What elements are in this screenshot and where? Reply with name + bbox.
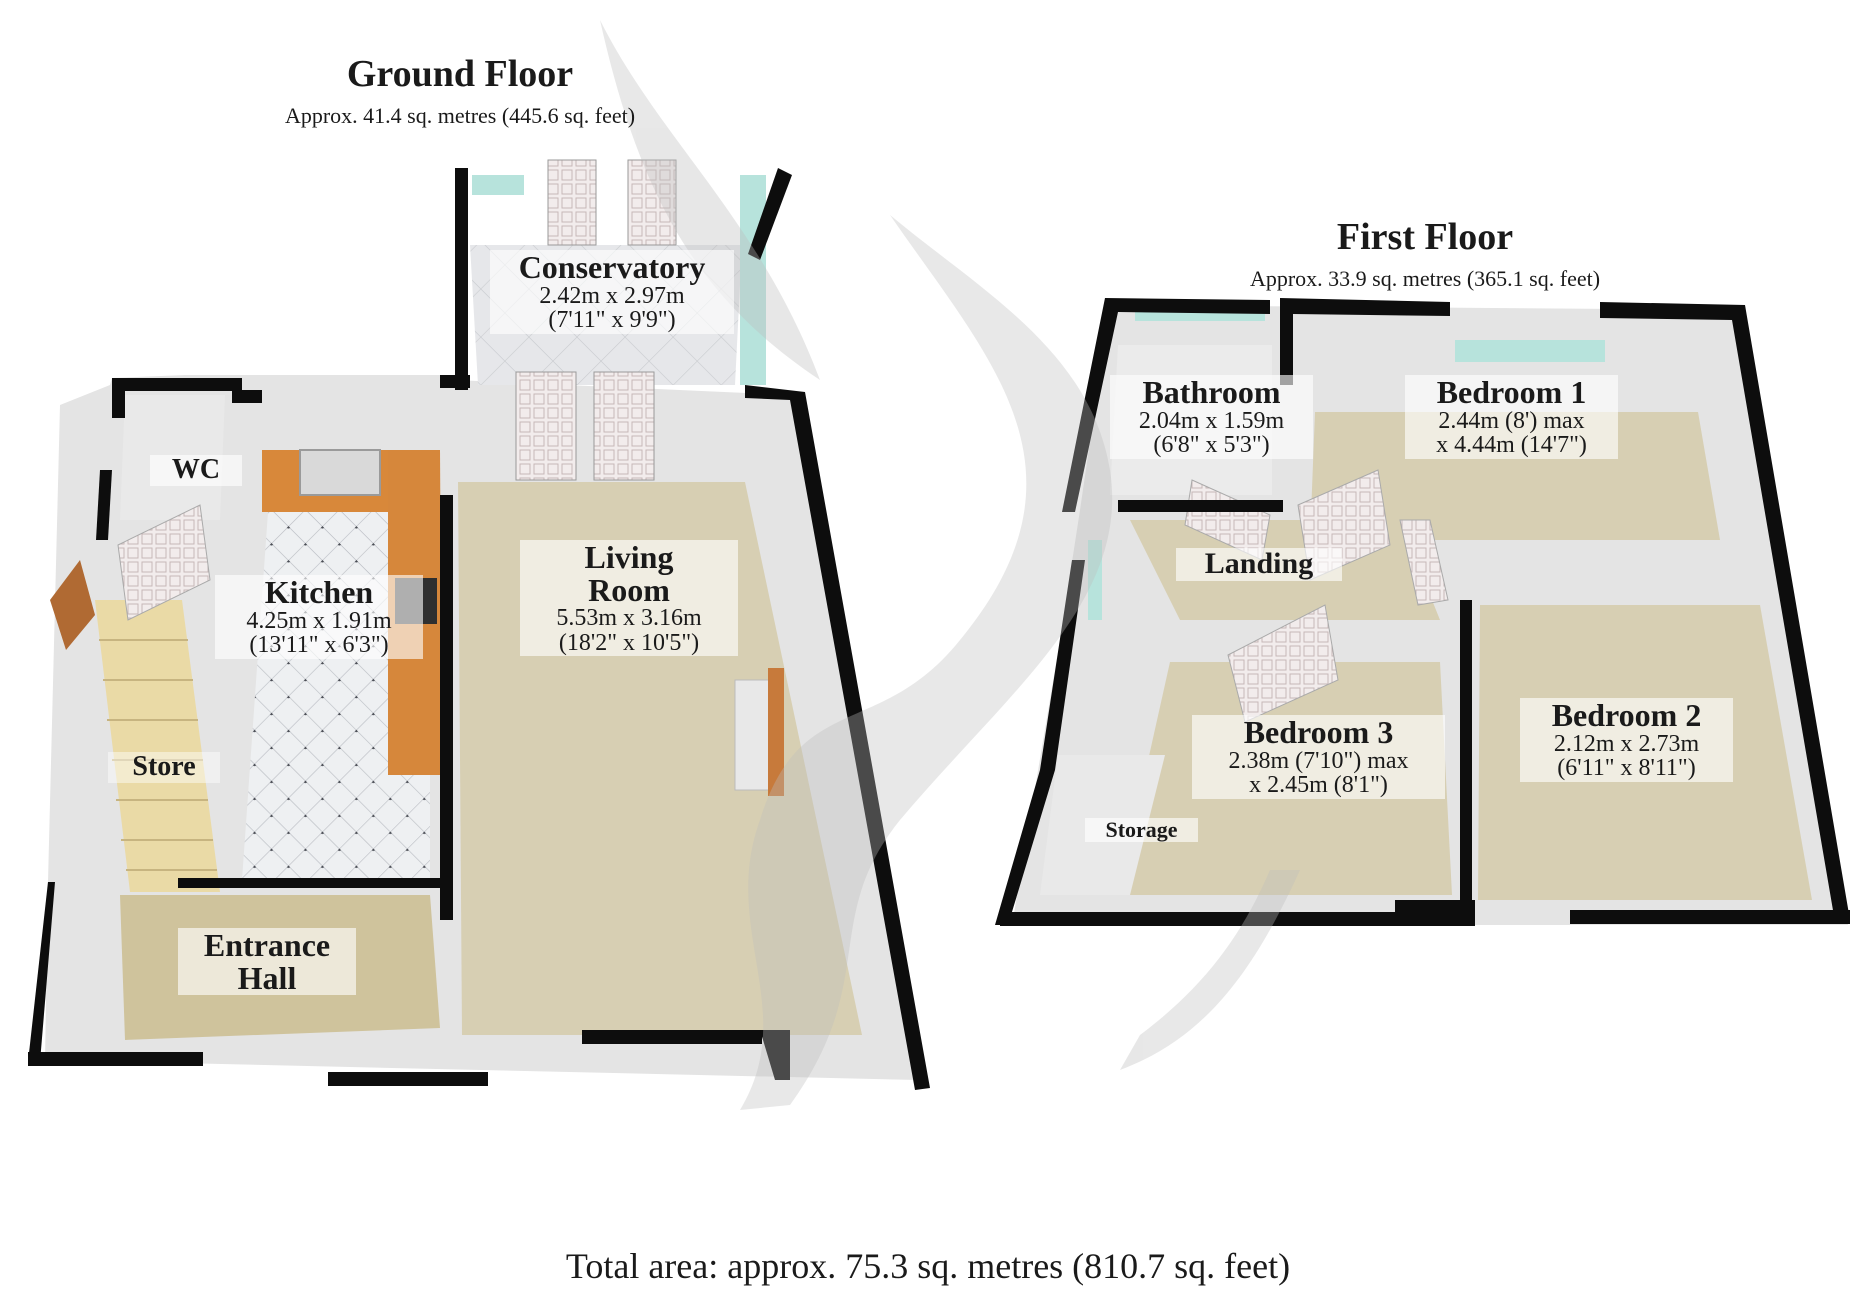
wall bbox=[232, 390, 262, 403]
room-label-entrance-hall: Entrance Hall bbox=[178, 927, 356, 996]
room-name-line-1: Living bbox=[584, 539, 674, 575]
room-dimensions-line-2: x 4.44m (14'7") bbox=[1436, 432, 1587, 459]
room-name: Conservatory bbox=[518, 249, 706, 285]
room-name: Storage bbox=[1105, 817, 1178, 842]
room-name: Landing bbox=[1204, 547, 1314, 580]
wall bbox=[745, 385, 930, 1090]
fireplace-mantel bbox=[768, 668, 784, 796]
room-name-line-2: Hall bbox=[237, 959, 297, 996]
room-dimensions-metric: 2.12m x 2.73m bbox=[1553, 730, 1700, 757]
first-floor-title: First Floor bbox=[1336, 216, 1514, 258]
room-dimensions-metric: 5.53m x 3.16m bbox=[556, 605, 702, 632]
first-floor-area: Approx. 33.9 sq. metres (365.1 sq. feet) bbox=[1249, 266, 1601, 291]
room-name: Bedroom 2 bbox=[1551, 697, 1702, 733]
kitchen-sink bbox=[299, 449, 381, 496]
room-dimensions-imperial: (7'11" x 9'9") bbox=[548, 307, 676, 334]
room-name: Store bbox=[132, 751, 196, 782]
room-label-conservatory: Conservatory 2.42m x 2.97m (7'11" x 9'9"… bbox=[490, 250, 734, 334]
fireplace bbox=[734, 679, 771, 791]
wall bbox=[455, 168, 468, 390]
wall bbox=[112, 378, 125, 418]
wall bbox=[440, 495, 453, 920]
wall bbox=[96, 470, 112, 540]
room-dimensions-line-1: 2.44m (8') max bbox=[1438, 407, 1585, 434]
wall bbox=[1570, 910, 1850, 924]
room-label-storage: Storage bbox=[1085, 817, 1198, 843]
room-dimensions-imperial: (6'8" x 5'3") bbox=[1153, 432, 1270, 459]
bedroom-1-window bbox=[1455, 340, 1605, 362]
conservatory-glazing-right bbox=[740, 175, 766, 385]
room-label-bedroom-2: Bedroom 2 2.12m x 2.73m (6'11" x 8'11") bbox=[1520, 698, 1733, 782]
bedroom-2-door bbox=[1399, 519, 1449, 606]
conservatory-door-left bbox=[515, 371, 577, 481]
room-dimensions-metric: 2.42m x 2.97m bbox=[539, 282, 685, 309]
wall bbox=[995, 560, 1085, 925]
room-dimensions-imperial: (18'2" x 10'5") bbox=[558, 629, 700, 656]
wall bbox=[28, 882, 55, 1062]
staircase bbox=[95, 600, 220, 892]
watermark-logo bbox=[600, 20, 1300, 1110]
wall bbox=[748, 168, 792, 260]
wall bbox=[1000, 912, 1395, 926]
wall bbox=[112, 378, 242, 391]
room-label-bedroom-3: Bedroom 3 2.38m (7'10") max x 2.45m (8'1… bbox=[1192, 715, 1445, 799]
room-label-bedroom-1: Bedroom 1 2.44m (8') max x 4.44m (14'7") bbox=[1405, 375, 1618, 459]
room-name: Kitchen bbox=[264, 574, 374, 610]
room-label-kitchen: Kitchen 4.25m x 1.91m (13'11" x 6'3") bbox=[215, 575, 423, 659]
ground-floor-area: Approx. 41.4 sq. metres (445.6 sq. feet) bbox=[284, 103, 636, 128]
room-label-landing: Landing bbox=[1176, 548, 1342, 581]
conservatory-glazing-left bbox=[472, 175, 524, 195]
room-label-wc: WC bbox=[150, 455, 242, 486]
room-dimensions-metric: 4.25m x 1.91m bbox=[246, 607, 392, 634]
bedroom-3-door bbox=[1227, 604, 1339, 723]
wc-door bbox=[117, 504, 211, 621]
room-label-living-room: Living Room 5.53m x 3.16m (18'2" x 10'5"… bbox=[520, 539, 738, 657]
wall bbox=[1118, 500, 1283, 512]
front-door bbox=[50, 560, 95, 650]
room-dimensions-metric: 2.04m x 1.59m bbox=[1138, 407, 1285, 434]
conservatory-door-right bbox=[593, 371, 655, 481]
room-name: Bathroom bbox=[1142, 374, 1281, 410]
wall bbox=[1460, 600, 1472, 910]
room-label-bathroom: Bathroom 2.04m x 1.59m (6'8" x 5'3") bbox=[1110, 375, 1313, 459]
wall bbox=[178, 878, 440, 888]
wall bbox=[760, 1030, 790, 1080]
wall bbox=[1600, 302, 1850, 922]
ground-floor-title: Ground Floor bbox=[346, 53, 574, 95]
landing-window bbox=[1088, 540, 1102, 620]
room-label-store: Store bbox=[108, 752, 220, 783]
room-name-line-2: Room bbox=[588, 571, 670, 608]
conservatory-french-door-right bbox=[627, 159, 677, 246]
wall bbox=[582, 1030, 762, 1044]
room-dimensions-imperial: (13'11" x 6'3") bbox=[249, 632, 389, 659]
wall bbox=[328, 1072, 488, 1086]
conservatory-french-door-left bbox=[547, 159, 597, 246]
wall bbox=[1280, 298, 1450, 385]
room-dimensions-line-1: 2.38m (7'10") max bbox=[1228, 747, 1409, 774]
room-dimensions-line-2: x 2.45m (8'1") bbox=[1249, 772, 1388, 799]
room-dimensions-imperial: (6'11" x 8'11") bbox=[1557, 755, 1696, 782]
room-name: WC bbox=[171, 454, 221, 485]
wall bbox=[28, 1052, 203, 1066]
room-name-line-1: Entrance bbox=[203, 927, 331, 963]
total-area: Total area: approx. 75.3 sq. metres (810… bbox=[565, 1246, 1291, 1286]
room-name: Bedroom 1 bbox=[1436, 374, 1587, 410]
room-name: Bedroom 3 bbox=[1243, 714, 1394, 750]
